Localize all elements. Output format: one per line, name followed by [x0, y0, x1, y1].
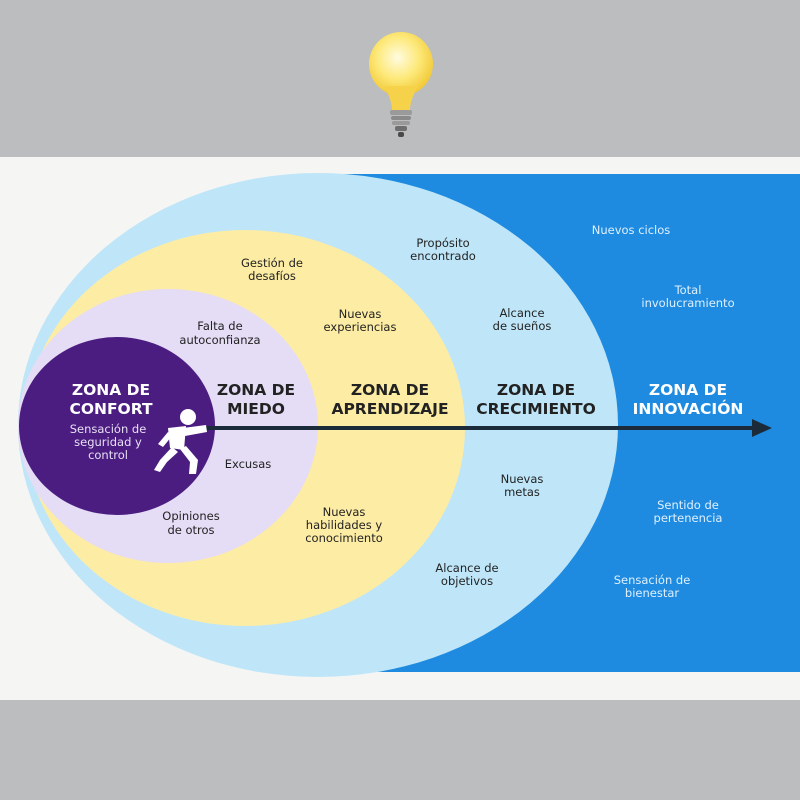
- item-total-involucramiento-line2: involucramiento: [641, 296, 734, 310]
- miedo-title-line2: MIEDO: [227, 400, 285, 418]
- item-opiniones-line2: de otros: [167, 523, 214, 537]
- item-gestion-line1: Gestión de: [241, 256, 303, 270]
- item-nuevas-habilidades-line2: habilidades y: [306, 518, 383, 532]
- item-opiniones-line1: Opiniones: [162, 509, 219, 523]
- confort-desc-line2: seguridad y: [74, 435, 142, 449]
- item-falta-autoconfianza-line2: autoconfianza: [179, 333, 260, 347]
- confort-desc-line3: control: [88, 448, 128, 462]
- item-sentido-pertenencia-line1: Sentido de: [657, 498, 719, 512]
- item-proposito-line1: Propósito: [416, 236, 469, 250]
- confort-title-line1: ZONA DE: [72, 381, 150, 399]
- bottom-band: [0, 700, 800, 800]
- item-alcance-suenos-line2: de sueños: [493, 319, 552, 333]
- item-alcance-suenos-line1: Alcance: [499, 306, 544, 320]
- miedo-title-line1: ZONA DE: [217, 381, 295, 399]
- innovacion-title-line1: ZONA DE: [649, 381, 727, 399]
- progress-arrow: [200, 419, 772, 437]
- item-sentido-pertenencia-line2: pertenencia: [654, 511, 723, 525]
- item-alcance-objetivos-line2: objetivos: [441, 574, 493, 588]
- aprendizaje-title-line1: ZONA DE: [351, 381, 429, 399]
- item-alcance-objetivos-line1: Alcance de: [435, 561, 498, 575]
- confort-title-line2: CONFORT: [69, 400, 153, 418]
- item-falta-autoconfianza-line1: Falta de: [197, 319, 242, 333]
- item-nuevas-habilidades-line1: Nuevas: [323, 505, 366, 519]
- crecimiento-title-line2: CRECIMIENTO: [476, 400, 596, 418]
- item-bienestar-line2: bienestar: [625, 586, 679, 600]
- lightbulb-icon: [369, 32, 433, 137]
- innovacion-title-line2: INNOVACIÓN: [633, 399, 744, 418]
- item-proposito-line2: encontrado: [410, 249, 476, 263]
- confort-zone: [19, 337, 215, 515]
- aprendizaje-title-line2: APRENDIZAJE: [331, 400, 448, 418]
- item-bienestar-line1: Sensación de: [614, 573, 691, 587]
- item-total-involucramiento-line1: Total: [674, 283, 702, 297]
- item-nuevas-experiencias-line2: experiencias: [324, 320, 397, 334]
- item-gestion-line2: desafíos: [248, 269, 296, 283]
- item-nuevas-metas-line1: Nuevas: [501, 472, 544, 486]
- crecimiento-title-line1: ZONA DE: [497, 381, 575, 399]
- confort-desc-line1: Sensación de: [70, 422, 147, 436]
- item-nuevas-metas-line2: metas: [504, 485, 540, 499]
- running-person-icon: [154, 409, 207, 474]
- item-nuevas-experiencias-line1: Nuevas: [339, 307, 382, 321]
- item-nuevas-habilidades-line3: conocimiento: [305, 531, 383, 545]
- item-nuevos-ciclos: Nuevos ciclos: [592, 223, 671, 237]
- item-excusas: Excusas: [225, 457, 272, 471]
